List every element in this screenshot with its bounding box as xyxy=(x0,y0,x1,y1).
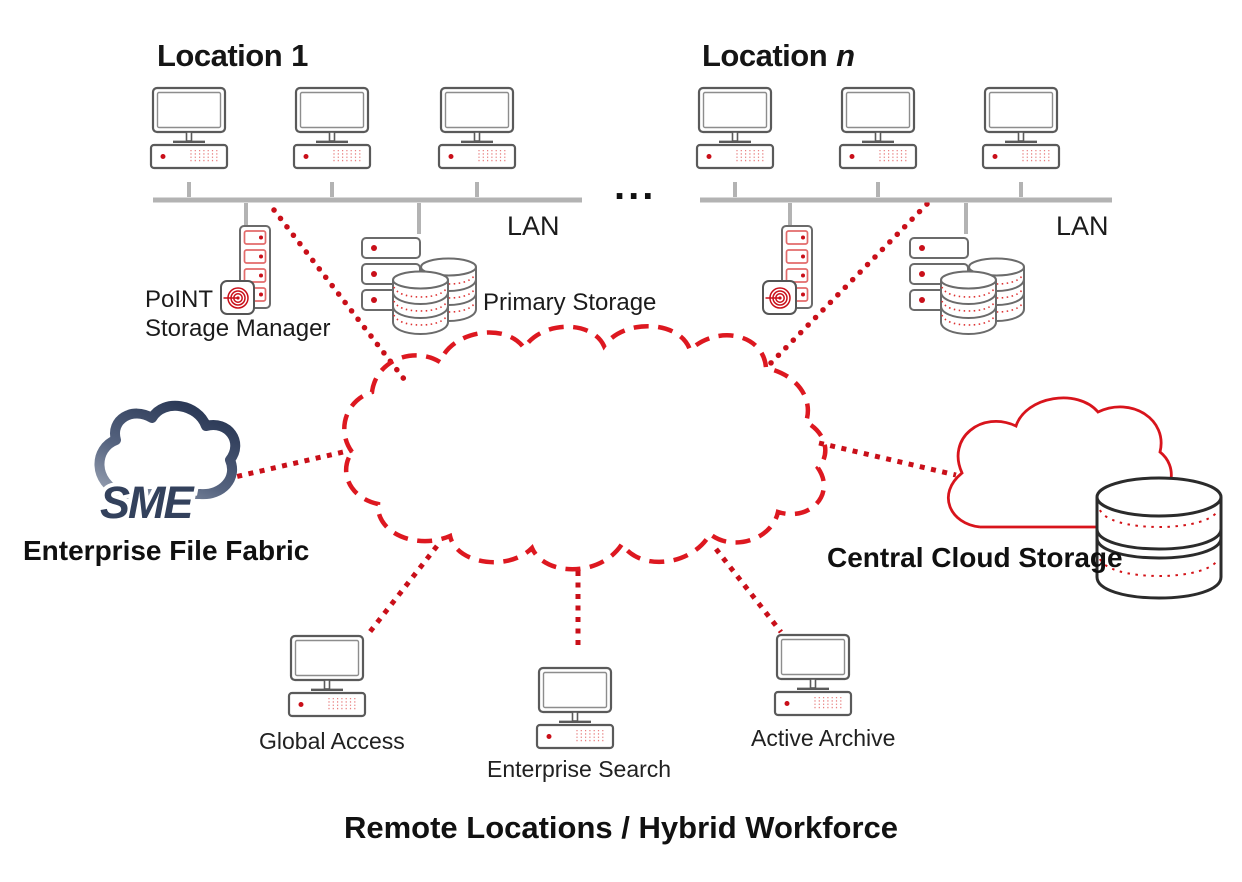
active-archive-label: Active Archive xyxy=(751,725,896,751)
disk-stack-icon xyxy=(940,270,997,335)
location1-title-prefix: Location xyxy=(157,38,283,73)
connector-lines xyxy=(225,201,957,649)
workstation-icon xyxy=(292,86,372,170)
primary-storage-label: Primary Storage xyxy=(483,289,657,316)
workstation-icon xyxy=(695,86,775,170)
primary-storage-icon-left xyxy=(361,237,477,335)
point-logo-icon xyxy=(762,280,797,315)
primary-storage-icon-right xyxy=(909,237,1025,335)
sme-logo-text: SME xyxy=(100,477,196,528)
lan-separator-dots: ... xyxy=(614,164,657,208)
lan1-label: LAN xyxy=(507,211,560,241)
workstation-icon xyxy=(437,86,517,170)
connector-cloud-storage xyxy=(818,440,957,478)
enterprise-search-label: Enterprise Search xyxy=(487,756,672,782)
location-n-title-suffix: n xyxy=(836,38,855,73)
database-icon xyxy=(1095,476,1223,600)
workstation-icon xyxy=(981,86,1061,170)
workstation-icon-active-archive xyxy=(773,633,853,717)
point-server-icon-right xyxy=(762,225,813,315)
location1-title-suffix: 1 xyxy=(291,38,308,73)
wan-cloud-icon xyxy=(342,324,828,572)
enterprise-file-fabric-label: Enterprise File Fabric xyxy=(23,535,310,566)
lan2-label: LAN xyxy=(1056,211,1109,241)
global-access-label: Global Access xyxy=(259,728,405,754)
point-storage-manager-label: PoINT Storage Manager xyxy=(145,285,330,343)
location-n-title-prefix: Location xyxy=(702,38,828,73)
connector-cloud-global-access xyxy=(367,544,439,635)
workstation-icon-enterprise-search xyxy=(535,666,615,750)
disk-stack-icon xyxy=(392,270,449,335)
diagram-title: Remote Locations / Hybrid Workforce xyxy=(343,810,899,845)
location-n-workstations xyxy=(695,86,1061,170)
sme-cloud-logo: SME xyxy=(94,400,241,532)
workstation-icon-global-access xyxy=(287,634,367,718)
central-cloud-storage-label: Central Cloud Storage xyxy=(827,542,1123,573)
workstation-icon xyxy=(149,86,229,170)
red-cloud-icon xyxy=(947,396,1173,529)
connector-lan1-cloud xyxy=(271,207,407,382)
location1-workstations xyxy=(149,86,517,170)
connector-lan2-cloud xyxy=(761,201,930,373)
point-label-line1: PoINT xyxy=(145,286,214,313)
central-cloud-storage-icon xyxy=(947,396,1223,600)
lan-bus-location1 xyxy=(153,182,582,234)
lan-bus-location-n xyxy=(700,182,1112,234)
point-label-line2: Storage Manager xyxy=(145,315,331,342)
workstation-icon xyxy=(838,86,918,170)
connector-sme-cloud xyxy=(225,447,353,482)
connector-cloud-active-archive xyxy=(714,547,783,634)
